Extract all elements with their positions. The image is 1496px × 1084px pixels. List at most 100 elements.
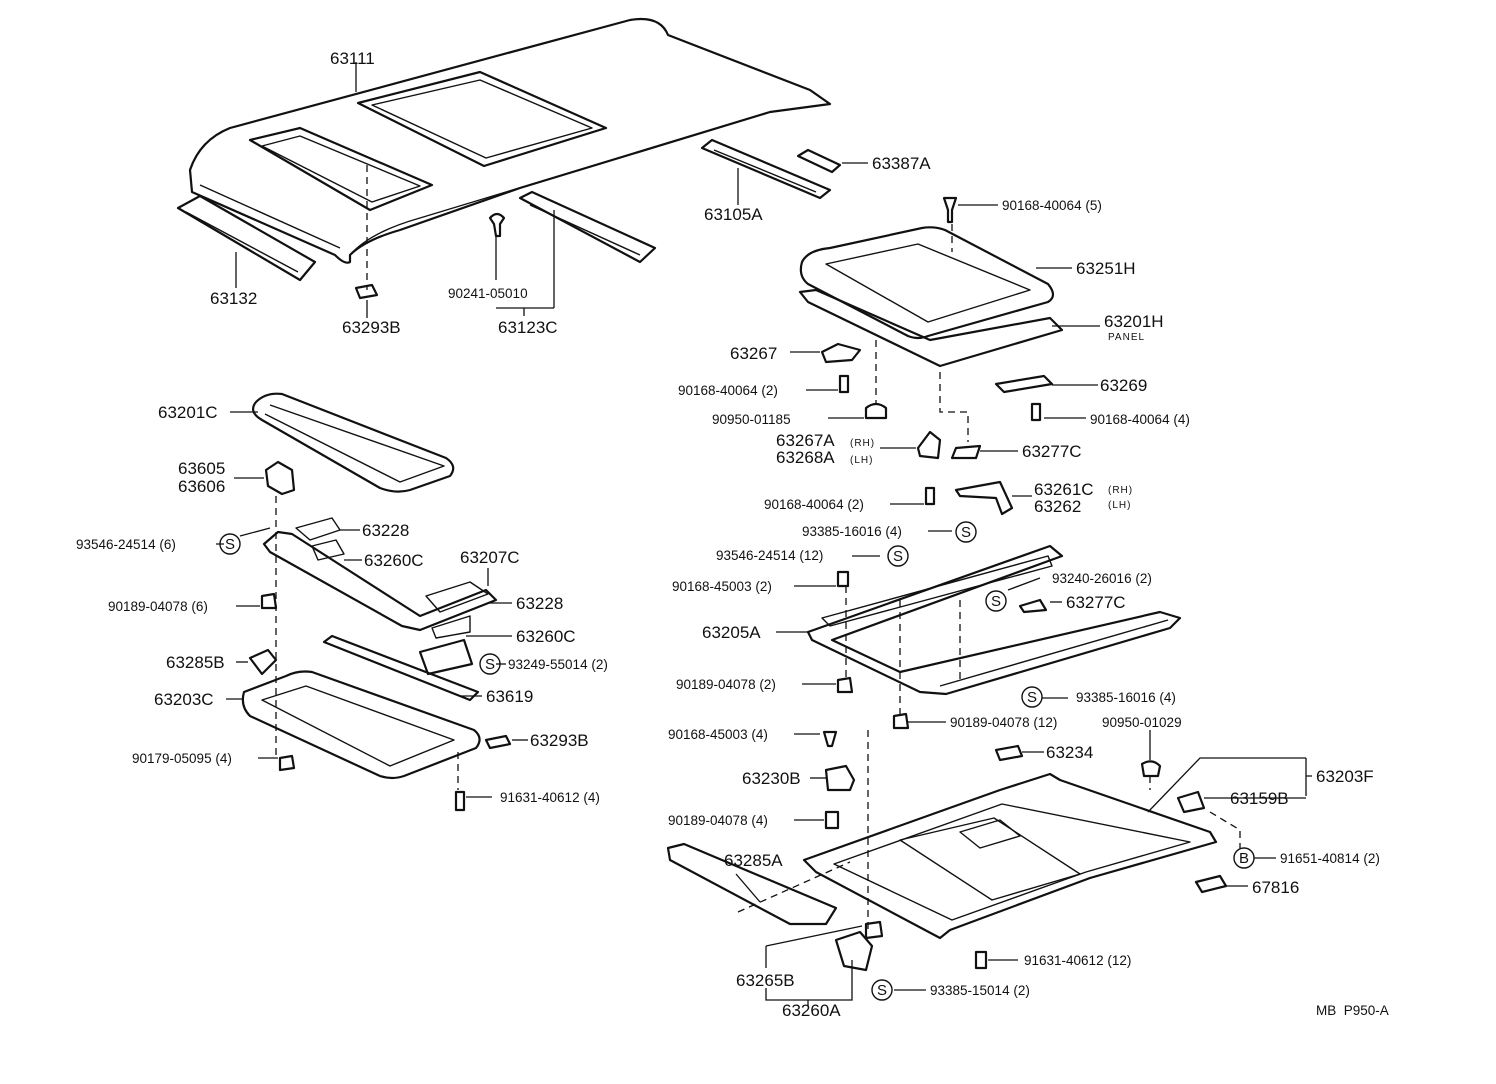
nut-90189-04078-6 (260, 592, 278, 610)
label-63261C-rh: (RH) (1108, 485, 1133, 496)
label-90189-04078-2: 90189-04078 (2) (676, 677, 776, 692)
bracket-63230B (824, 764, 856, 792)
bolt-90168-c (924, 486, 936, 506)
label-63619: 63619 (486, 687, 533, 706)
rail-63132 (176, 194, 317, 282)
label-63228-a: 63228 (362, 521, 409, 540)
roof-panel-63111 (188, 17, 832, 264)
frame-63251H (799, 226, 1055, 340)
label-63268A: 63268A (776, 448, 835, 467)
label-63159B: 63159B (1230, 789, 1289, 808)
label-63205A: 63205A (702, 623, 761, 642)
symbol-s-93240: S (985, 590, 1007, 612)
pad-63293B-low (484, 734, 512, 750)
label-63387A: 63387A (872, 154, 931, 173)
label-63261C: 63261C (1034, 480, 1094, 499)
label-63230B: 63230B (742, 769, 801, 788)
label-91631-40612-4: 91631-40612 (4) (500, 790, 600, 805)
diagram-ref-code: MB P950-A (1316, 1003, 1389, 1018)
symbol-b-91651: B (1233, 847, 1255, 869)
bolt-90168-45003-2 (836, 570, 850, 588)
slider-63605 (264, 460, 296, 496)
label-63228-b: 63228 (516, 594, 563, 613)
label-63111: 63111 (330, 49, 375, 68)
svg-text:S: S (991, 593, 1001, 610)
label-63203F: 63203F (1316, 767, 1374, 786)
svg-text:S: S (877, 982, 887, 999)
clip-90950-01029 (1140, 760, 1162, 778)
label-63285A: 63285A (724, 851, 783, 870)
label-63606: 63606 (178, 477, 225, 496)
label-93546-24514-12: 93546-24514 (12) (716, 548, 823, 563)
nut-90189-04078-12 (892, 712, 910, 730)
label-90950-01029: 90950-01029 (1102, 715, 1182, 730)
block-63267 (820, 342, 862, 364)
label-63203C: 63203C (154, 690, 214, 709)
label-63260C-b: 63260C (516, 627, 576, 646)
svg-text:S: S (1027, 689, 1037, 706)
svg-text:S: S (485, 656, 495, 673)
bolt-91631-12 (974, 950, 988, 970)
label-63293B-top: 63293B (342, 318, 401, 337)
label-93240-26016: 93240-26016 (2) (1052, 571, 1152, 586)
svg-text:S: S (961, 524, 971, 541)
label-63293B-low: 63293B (530, 731, 589, 750)
rail-63105A (700, 138, 832, 200)
clip-90950-01185 (864, 402, 888, 420)
label-63605: 63605 (178, 459, 225, 478)
label-91631-40612-12: 91631-40612 (12) (1024, 953, 1131, 968)
label-93249-55014: 93249-55014 (2) (508, 657, 608, 672)
pad-67816 (1194, 874, 1228, 894)
label-63268A-lh: (LH) (850, 455, 873, 466)
bracket-63267A (916, 430, 942, 460)
label-63260A: 63260A (782, 1001, 841, 1020)
label-63262-lh: (LH) (1108, 500, 1131, 511)
label-90189-04078-4: 90189-04078 (4) (668, 813, 768, 828)
symbol-s-93385-15014: S (871, 979, 893, 1001)
nut-90189-04078-2 (836, 676, 854, 694)
bracket-63277C-b (1018, 598, 1048, 614)
label-90241-05010: 90241-05010 (448, 286, 528, 301)
symbol-s-93546-12: S (887, 545, 909, 567)
housing-63203C (241, 670, 481, 780)
label-90950-01185: 90950-01185 (712, 412, 791, 427)
rail-63123C (518, 190, 657, 264)
label-63132: 63132 (210, 289, 257, 308)
bracket-63260C-b (418, 638, 474, 676)
label-63277C-a: 63277C (1022, 442, 1082, 461)
bracket-63269 (994, 374, 1054, 394)
panel-63201H (798, 288, 1064, 368)
bracket-63285B (248, 648, 278, 676)
label-63265B: 63265B (736, 971, 795, 990)
nut-90189-04078-4 (824, 810, 840, 830)
bracket-63265B (864, 920, 884, 940)
rail-63285A (666, 842, 838, 926)
bracket-63159B (1176, 790, 1206, 814)
bracket-63261C (954, 480, 1014, 516)
label-90189-04078-6: 90189-04078 (6) (108, 599, 208, 614)
label-90168-40064-2b: 90168-40064 (2) (764, 497, 864, 512)
label-63207C: 63207C (460, 548, 520, 567)
label-63201C: 63201C (158, 403, 218, 422)
nut-90179 (278, 754, 296, 772)
clip-90241 (488, 212, 506, 238)
label-90168-45003-2: 90168-45003 (2) (672, 579, 772, 594)
label-93385-15014: 93385-15014 (2) (930, 983, 1030, 998)
label-63123C: 63123C (498, 318, 558, 337)
svg-text:S: S (893, 548, 903, 565)
label-63269: 63269 (1100, 376, 1147, 395)
symbol-s-93385-4a: S (955, 521, 977, 543)
pad-63234 (994, 744, 1024, 762)
label-90168-40064-2a: 90168-40064 (2) (678, 383, 778, 398)
symbol-s-93249: S (479, 653, 501, 675)
label-93385-16016-4b: 93385-16016 (4) (1076, 690, 1176, 705)
label-90179-05095: 90179-05095 (4) (132, 751, 232, 766)
seal-63619 (322, 634, 480, 702)
label-63234: 63234 (1046, 743, 1093, 762)
bolt-90168-45003-4 (822, 730, 838, 748)
bracket-63277C-a (950, 444, 982, 460)
label-90168-40064-4: 90168-40064 (4) (1090, 412, 1190, 427)
label-63201H: 63201H (1104, 312, 1164, 331)
